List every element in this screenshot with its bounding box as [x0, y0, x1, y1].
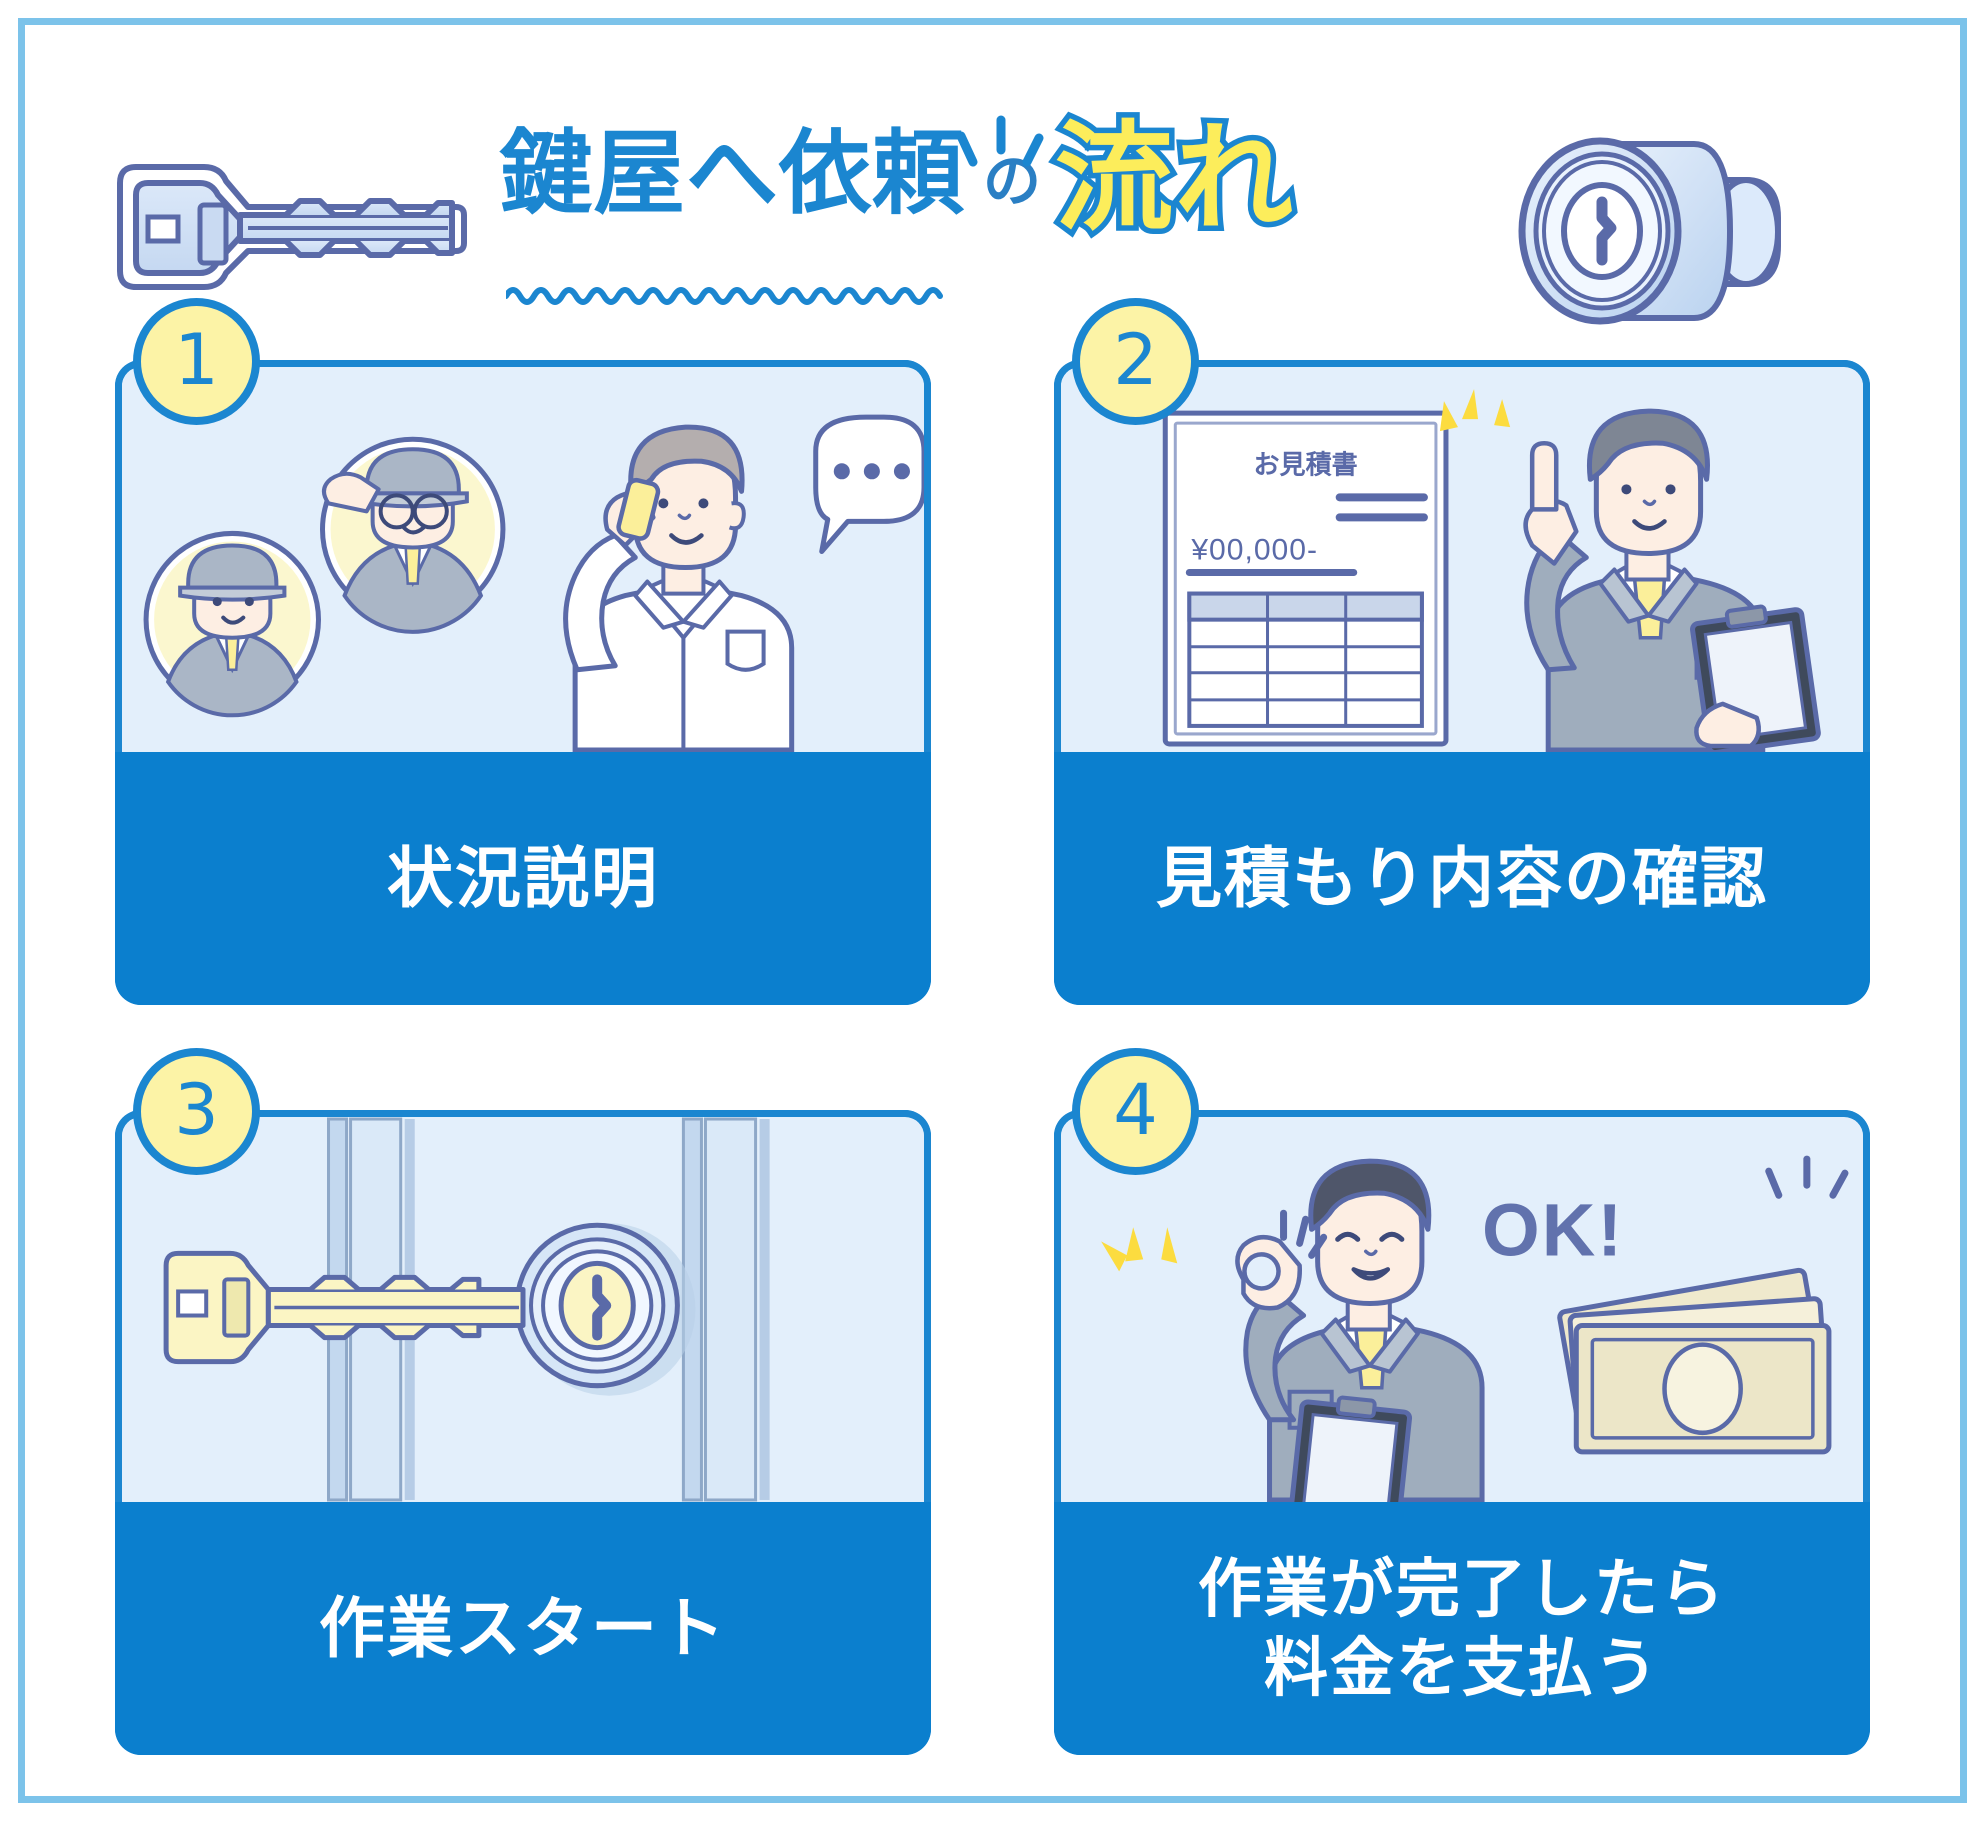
step-card-4[interactable]: OK! — [1054, 1048, 1870, 1755]
lock-cylinder-icon — [1478, 118, 1808, 343]
step-number-3: 3 — [174, 1068, 219, 1151]
step-number-4: 4 — [1113, 1068, 1158, 1151]
page-title-main: 鍵屋へ依頼 — [500, 123, 966, 225]
key-icon — [108, 155, 468, 295]
step-1-illustration — [115, 360, 931, 752]
step-card-2[interactable]: お見積書 ¥00,000- — [1054, 298, 1870, 1005]
step-caption-1: 状況説明 — [115, 752, 931, 1005]
step-number-1: 1 — [174, 318, 219, 401]
step-caption-4: 作業が完了したら 料金を支払う — [1054, 1502, 1870, 1755]
step-2-illustration: お見積書 ¥00,000- — [1054, 360, 1870, 752]
estimate-doc-title: お見積書 — [1254, 449, 1358, 479]
steps-grid: 1 状況説明 お見積書 — [115, 298, 1870, 1755]
step-badge-3: 3 — [133, 1048, 260, 1175]
page-title-accent: 流れ — [1050, 113, 1299, 245]
step-badge-4: 4 — [1072, 1048, 1199, 1175]
step-caption-line-2: 料金を支払う — [1264, 1631, 1660, 1704]
step-badge-1: 1 — [133, 298, 260, 425]
step-caption-text-1: 状況説明 — [387, 841, 659, 916]
step-card-1[interactable]: 1 状況説明 — [115, 298, 931, 1005]
step-caption-text-2: 見積もり内容の確認 — [1156, 841, 1768, 916]
step-caption-2: 見積もり内容の確認 — [1054, 752, 1870, 1005]
header: 鍵屋へ依頼 の 流れ — [0, 60, 1985, 325]
step-caption-text-4: 作業が完了したら 料金を支払う — [1198, 1550, 1726, 1706]
step-card-3[interactable]: 3 作業スタート — [115, 1048, 931, 1755]
step-caption-line-1: 作業が完了したら — [1198, 1553, 1726, 1626]
sparkle-icon — [955, 110, 1045, 180]
step-3-illustration — [115, 1110, 931, 1502]
page-title: 鍵屋へ依頼 の 流れ — [500, 106, 1460, 306]
step-4-illustration: OK! — [1054, 1110, 1870, 1502]
step-number-2: 2 — [1113, 318, 1158, 401]
step-caption-text-3: 作業スタート — [319, 1591, 727, 1666]
step-caption-3: 作業スタート — [115, 1502, 931, 1755]
ok-label: OK! — [1482, 1188, 1624, 1271]
wavy-underline — [503, 282, 946, 306]
step-badge-2: 2 — [1072, 298, 1199, 425]
estimate-doc-amount: ¥00,000- — [1190, 534, 1318, 567]
